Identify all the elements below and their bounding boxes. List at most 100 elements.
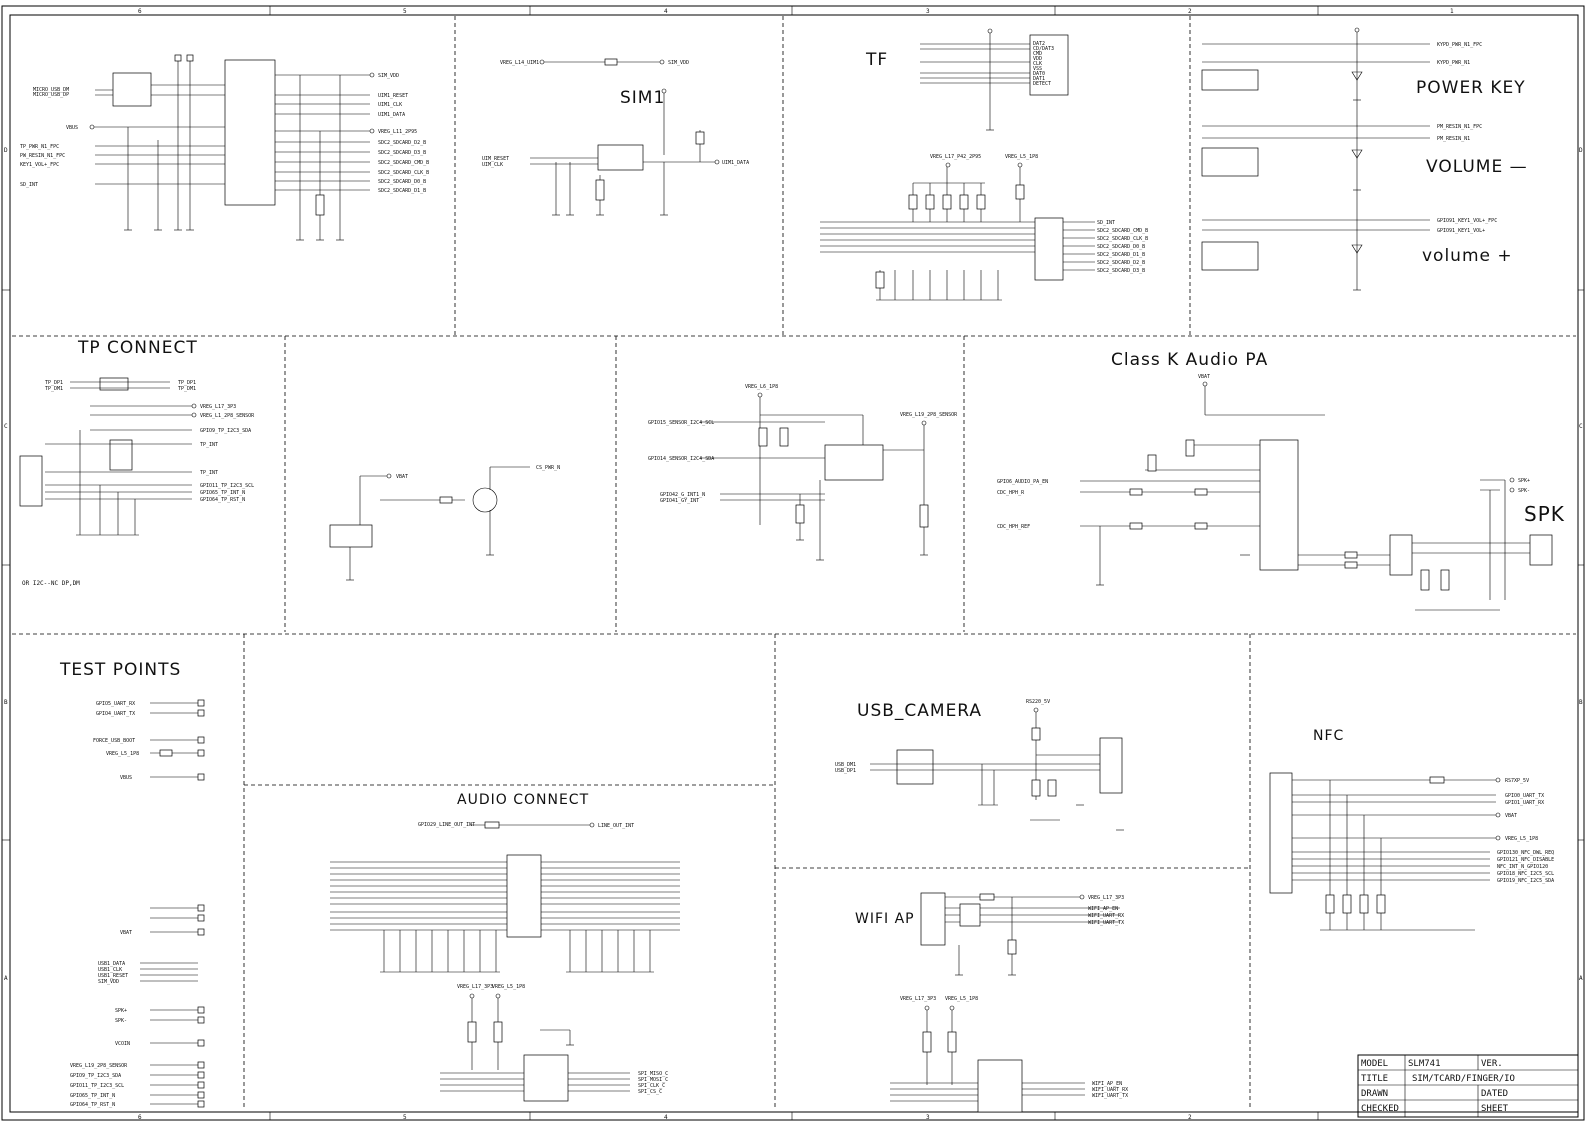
net-label: GPIO41_GY_INT — [660, 498, 699, 504]
net-label: GPIO64_TP_RST_N — [200, 497, 245, 503]
pin-label: CLK — [1033, 61, 1042, 67]
section-title: TF — [865, 50, 888, 70]
net-label: CDC_HPH_REF — [997, 524, 1030, 530]
esd-component — [112, 72, 152, 107]
net-label: VREG_L5_1P8 — [945, 996, 978, 1002]
net-label: VREG_L1_2P8_SENSOR — [200, 413, 255, 419]
section-title: SPK — [1524, 502, 1565, 526]
net-label: GPIO19_NFC_I2C5_SDA — [1497, 878, 1554, 884]
net-label: SPI_CLK_C — [638, 1083, 665, 1089]
title-label: DRAWN — [1361, 1089, 1388, 1099]
net-label: GPIO65_TP_INT_N — [70, 1093, 115, 1099]
net-label: VREG_L5_1P8 — [106, 751, 139, 757]
net-label: VBAT — [1198, 374, 1210, 380]
net-label: GPIO64_TP_RST_N — [70, 1102, 115, 1108]
outer-frame — [1, 5, 1585, 1121]
net-label: PW_RESIN_N1_FPC — [20, 153, 65, 159]
net-label: WIFI_UART_RX — [1092, 1087, 1128, 1093]
col-label: 3 — [926, 1114, 930, 1121]
net-label: KYPD_PWR_N1_FPC — [1437, 42, 1482, 48]
net-label: SDC2_SDCARD_D1_B — [378, 188, 426, 194]
key-switch-j1019 — [1201, 69, 1259, 91]
col-label: 2 — [1188, 1114, 1192, 1121]
net-label: UIM1_DATA — [722, 160, 749, 166]
net-label: VREG_L17_P42_2P95 — [930, 154, 981, 160]
section-title: USB_CAMERA — [857, 701, 982, 721]
net-label: TP_DM1 — [45, 386, 63, 392]
net-label: GPIO14_SENSOR_I2C4_SDA — [648, 456, 714, 462]
net-label: SPK- — [1518, 488, 1530, 494]
pin-label: CMD — [1033, 51, 1042, 57]
pin-label: VDD — [1033, 56, 1042, 62]
net-label: SDC2_SDCARD_CMD_B — [378, 160, 429, 166]
net-label: GPIO91_KEY1_VOL+ — [1437, 228, 1485, 234]
nfc-connector-j1010 — [1269, 772, 1293, 894]
row-label: C — [4, 423, 8, 430]
net-label: MICRO_USB_DP — [33, 92, 69, 98]
net-label: UIM1_DATA — [378, 112, 405, 118]
pin-label: DETECT — [1033, 81, 1051, 87]
net-label: SD_INT — [20, 182, 38, 188]
net-label: GPIO5_UART_RX — [96, 701, 135, 707]
net-label: SPI_CS_C — [638, 1089, 662, 1095]
net-label: GPIO42_G_INT1_N — [660, 492, 705, 498]
sensor-block: VREG_L6_1P8 GPIO15_SENSOR_I2C4_SCL GPIO1… — [648, 384, 958, 561]
net-label: GPIO6_AUDIO_PA_EN — [997, 479, 1048, 485]
net-label: RS7XP_5V — [1505, 778, 1529, 784]
title-label: DATED — [1481, 1089, 1508, 1099]
net-label: USB_DP1 — [835, 768, 856, 774]
net-label: WIFI_AP_EN — [1088, 906, 1118, 912]
net-label: TP_DM1 — [178, 386, 196, 392]
section-title: SIM1 — [620, 88, 665, 108]
net-label: VREG_L5_1P8 — [1505, 836, 1538, 842]
net-label: SPK+ — [1518, 478, 1530, 484]
col-label: 6 — [138, 8, 142, 15]
net-label: VBAT — [120, 930, 132, 936]
section-title: VOLUME — — [1426, 157, 1528, 177]
net-label: VREG_L17_3P3 — [1088, 895, 1124, 901]
sim-socket-j1004 — [597, 144, 644, 171]
row-label: C — [1579, 423, 1583, 430]
net-label: VREG_L5_1P8 — [492, 984, 525, 990]
sensor-u1004 — [824, 444, 884, 481]
col-label: 5 — [403, 8, 407, 15]
speaker-j1007 — [1529, 534, 1553, 566]
section-title: volume + — [1422, 246, 1513, 266]
pin-label: VSS — [1033, 66, 1042, 72]
net-label: SDC2_SDCARD_CLK_B — [378, 170, 429, 176]
net-label: TP_INT — [200, 470, 218, 476]
col-label: 2 — [1188, 8, 1192, 15]
net-label: GPIO91_KEY1_VOL+_FPC — [1437, 218, 1497, 224]
wifi-connector-j1011 — [920, 892, 946, 946]
spi-buffer-u1002 — [523, 1054, 569, 1102]
col-label: 1 — [1450, 8, 1454, 15]
net-label: VREG_L17_3P3 — [200, 404, 236, 410]
net-label: UIM1_RESET — [378, 93, 408, 99]
resistor-array — [1034, 217, 1064, 281]
net-label: GPIO1_UART_RX — [1505, 800, 1544, 806]
transistor-q1000 — [472, 487, 498, 513]
audio-connect-block: AUDIO CONNECT GPIO29_LINE_OUT_INT LINE_O… — [330, 792, 680, 1102]
pin-label: CD/DAT3 — [1033, 46, 1054, 52]
net-label: UIM1_CLK — [378, 102, 402, 108]
camera-connector-j1009 — [1099, 737, 1123, 794]
net-label: GPIO11_TP_I2C3_SCL — [70, 1083, 124, 1089]
audio-connector-j1009 — [506, 854, 542, 938]
connector-j1001 — [224, 59, 276, 206]
section-title: NFC — [1313, 728, 1344, 744]
level-shifter-u1013 — [977, 1059, 1023, 1113]
net-label: UIM_RESET — [482, 156, 509, 162]
title-label: TITLE — [1361, 1074, 1388, 1084]
col-label: 5 — [403, 1114, 407, 1121]
nfc-block: NFC RS7XP_5V GPIO0_UART_TX GPIO1_UART_RX… — [1269, 728, 1554, 931]
note-text: OR I2C--NC DP,DM — [22, 580, 80, 587]
row-label: D — [4, 147, 8, 154]
section-title: TP CONNECT — [77, 338, 198, 358]
sim1-block: SIM1 VREG_L14_UIM1 SIM_VDD UIM_RESET UIM… — [482, 58, 749, 216]
net-label: PM_RESIN_N1 — [1437, 136, 1470, 142]
pin-label: DAT2 — [1033, 41, 1045, 47]
net-label: VREG_L6_1P8 — [745, 384, 778, 390]
net-label: SDC2_SDCARD_D0_B — [1097, 244, 1145, 250]
section-title: Class K Audio PA — [1111, 350, 1268, 370]
net-label: SD_INT — [1097, 220, 1115, 226]
